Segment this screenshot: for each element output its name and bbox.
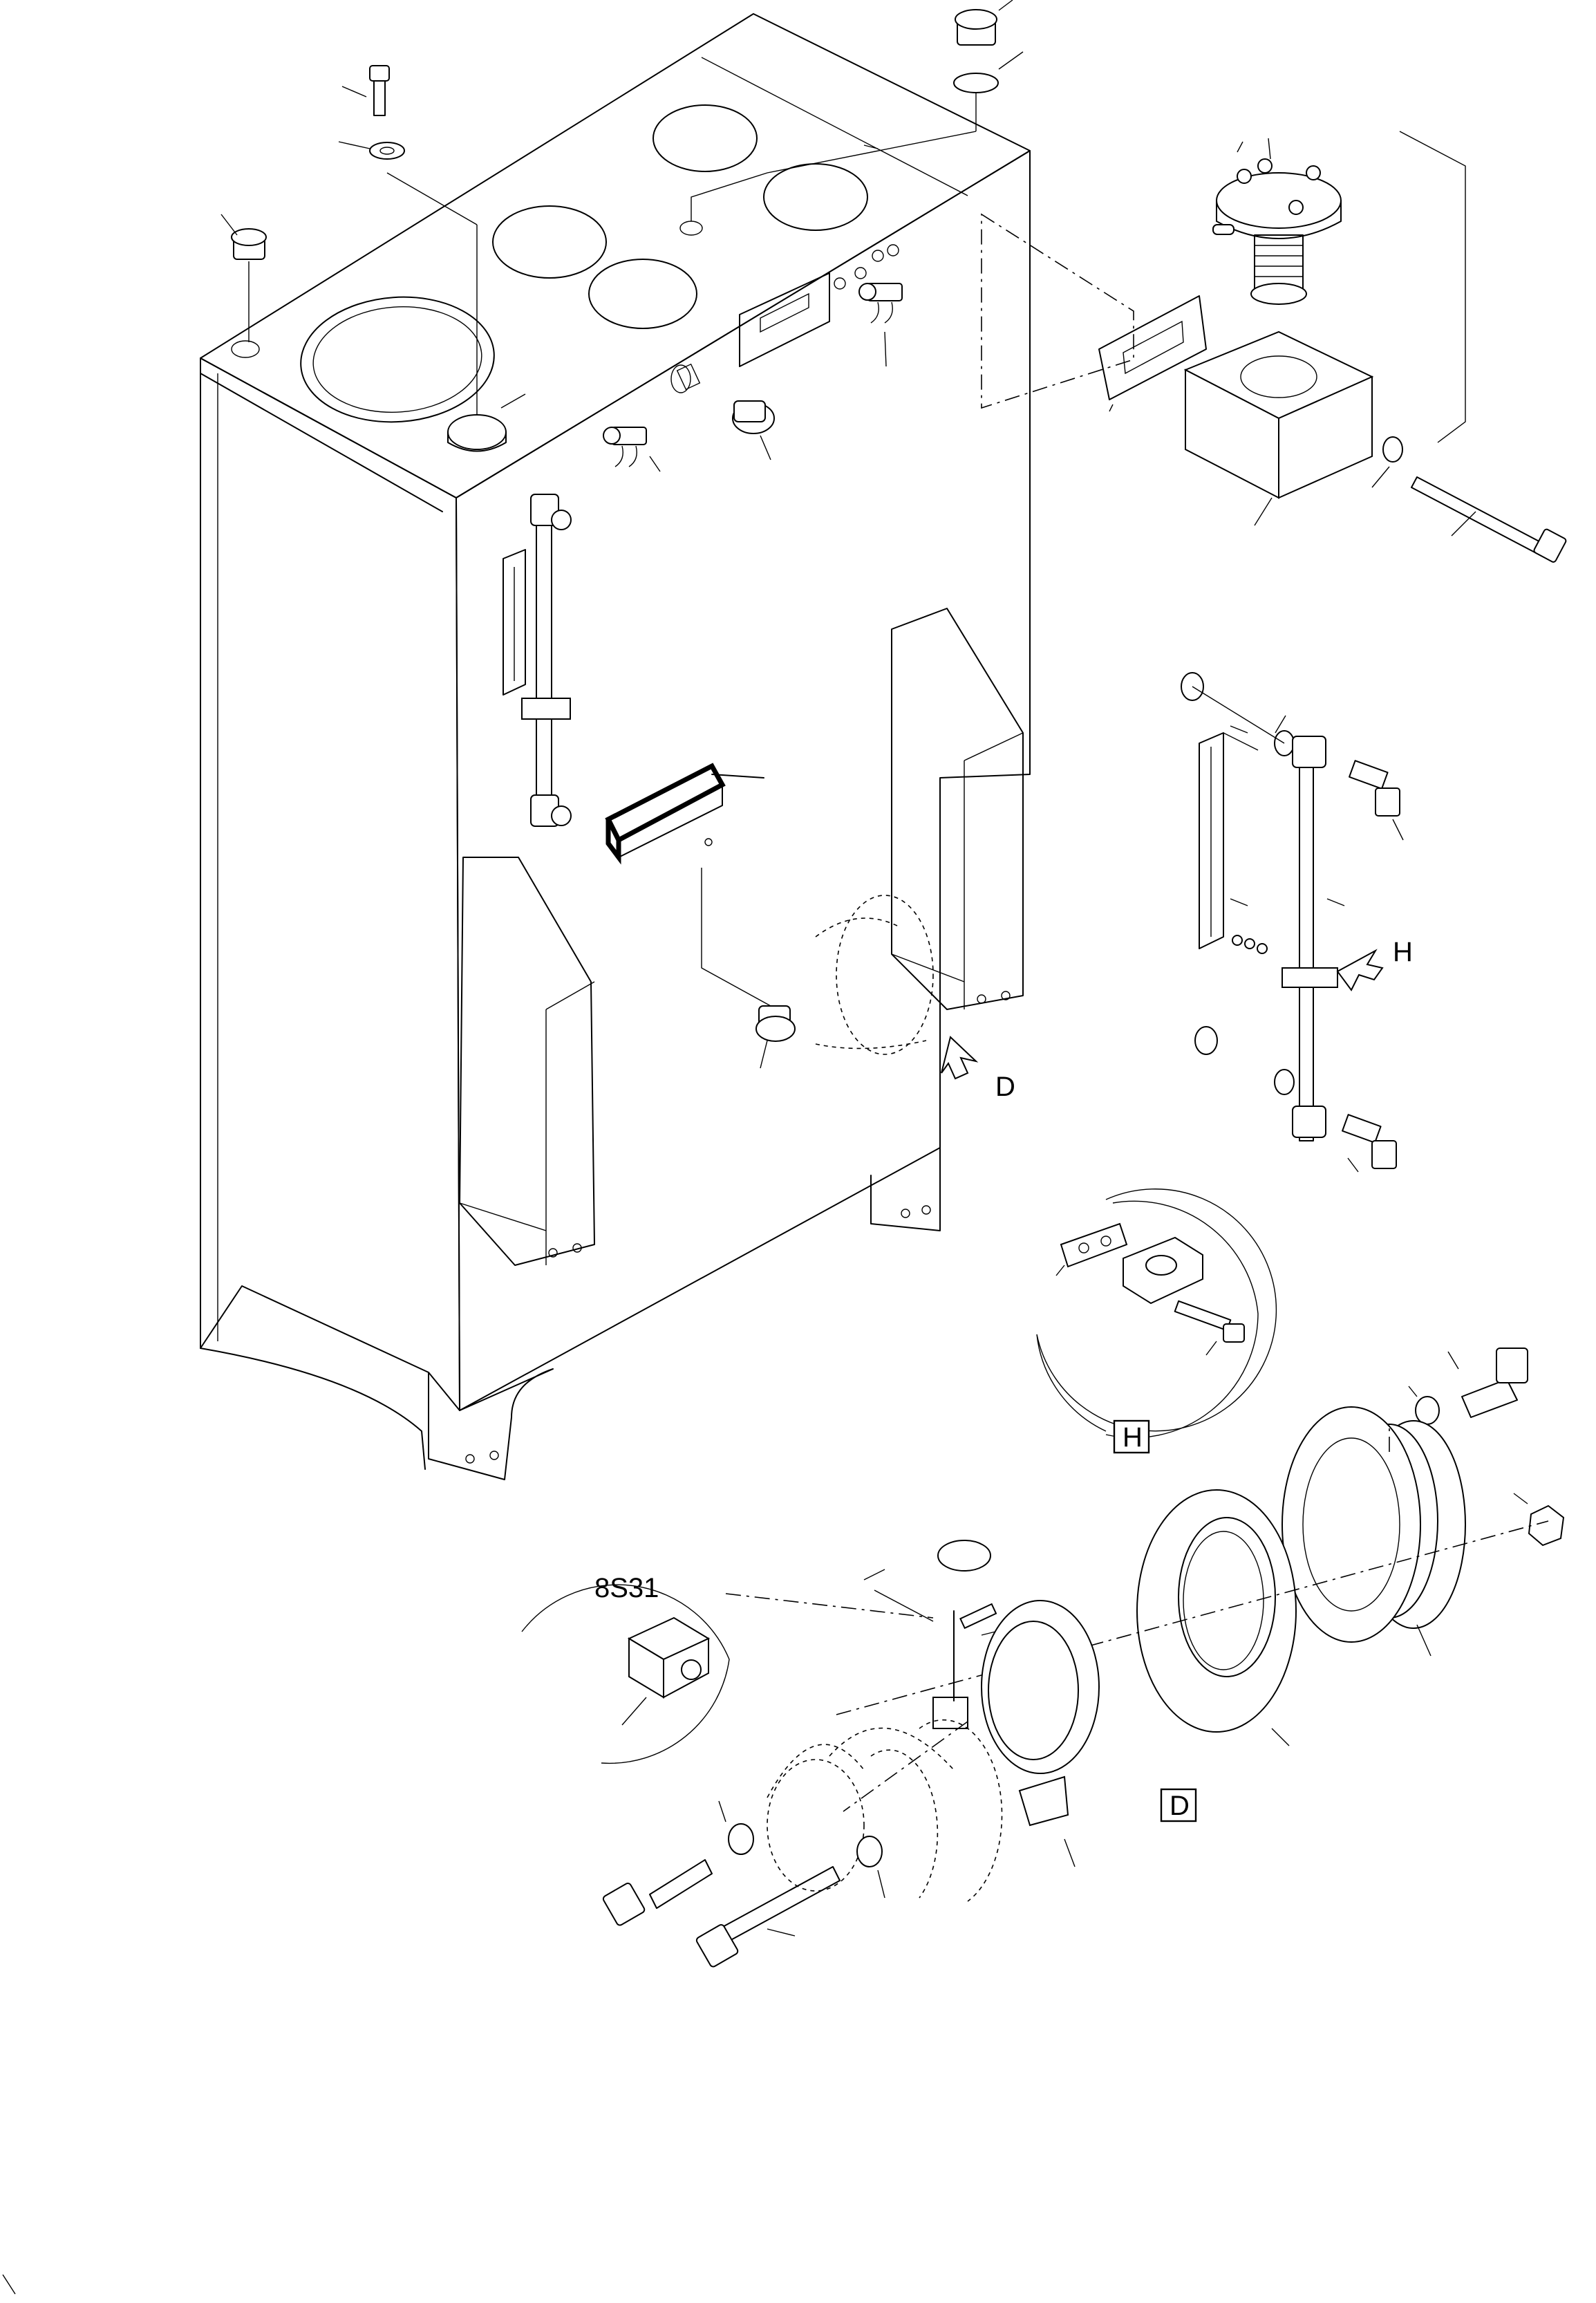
detail-d-label: D bbox=[1170, 1791, 1190, 1821]
detail-h-label: H bbox=[1123, 1422, 1143, 1453]
callout-h: H bbox=[1393, 937, 1413, 967]
tank-body bbox=[200, 13, 1031, 1480]
tank-level-gauge bbox=[503, 494, 572, 827]
corner-mark bbox=[2, 2274, 16, 2295]
detail-h-label-box bbox=[1113, 1419, 1150, 1454]
sensor-detail: 8S31 bbox=[521, 1573, 730, 1764]
top-fittings bbox=[220, 0, 1024, 1069]
drain-valves bbox=[603, 244, 903, 472]
callout-d: D bbox=[995, 1072, 1015, 1102]
bottom-bolts bbox=[602, 1800, 885, 1968]
mounting-bracket bbox=[605, 763, 764, 865]
detail-h: H bbox=[1036, 1188, 1277, 1454]
pipe-flange-assembly: D bbox=[836, 1348, 1565, 1822]
level-gauge-exploded: H D bbox=[941, 672, 1413, 1173]
sensor-label: 8S31 bbox=[594, 1573, 659, 1603]
filter-assembly bbox=[981, 131, 1567, 563]
butterfly-valve bbox=[725, 1540, 1100, 1902]
detail-d-label-box bbox=[1160, 1788, 1197, 1822]
